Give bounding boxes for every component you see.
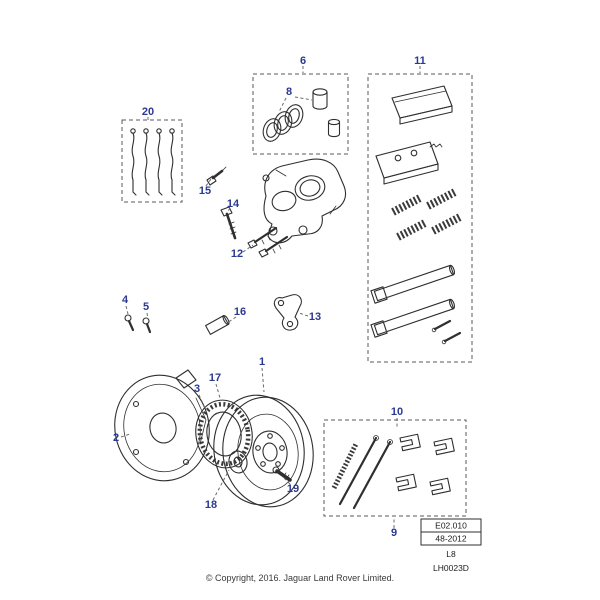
pad-kit-box <box>367 73 473 363</box>
callout-16: 16 <box>234 306 246 318</box>
small-fastener-drawing <box>124 314 152 334</box>
callout-11: 11 <box>414 55 426 67</box>
callout-1: 1 <box>259 356 265 368</box>
brake-caliper-drawing <box>262 158 347 244</box>
bleed-screw-drawing <box>206 166 227 186</box>
callout-12: 12 <box>231 248 243 260</box>
retaining-pins-drawing <box>130 128 176 196</box>
wheel-stud-drawing <box>272 466 292 482</box>
callout-14: 14 <box>227 198 240 210</box>
callout-10: 10 <box>391 406 403 418</box>
fitting-kit-box <box>323 419 467 517</box>
small-pins-drawing <box>431 319 462 345</box>
leader-lines <box>120 66 421 528</box>
seal-kit-box <box>252 73 349 155</box>
brake-disc-drawing <box>213 394 314 508</box>
callout-17: 17 <box>209 372 221 384</box>
callout-15: 15 <box>199 185 211 197</box>
model-code: L8 <box>446 549 456 559</box>
hub-flange-drawing <box>228 450 248 474</box>
guide-sleeves-drawing <box>370 264 456 338</box>
callout-6: 6 <box>300 55 306 67</box>
fitting-kit-pins-drawing <box>331 435 393 510</box>
carrier-bracket-drawing <box>273 294 302 331</box>
caliper-bolt-drawing <box>220 206 237 240</box>
callout-8: 8 <box>286 86 292 98</box>
fitting-kit-clips-drawing <box>395 433 455 496</box>
callout-19: 19 <box>287 483 299 495</box>
figure-info-box: E02.010 48-2012 L8 LH0023D <box>420 518 482 573</box>
caliper-pistons-drawing <box>312 88 341 138</box>
retaining-pin-kit-box <box>121 119 183 203</box>
figure-number: E02.010 <box>435 521 467 531</box>
callout-18: 18 <box>205 499 217 511</box>
figure-date: 48-2012 <box>435 534 466 544</box>
callout-13: 13 <box>309 311 321 323</box>
callout-5: 5 <box>143 301 149 313</box>
sheet-code: LH0023D <box>433 563 469 573</box>
callout-2: 2 <box>113 432 119 444</box>
callout-3: 3 <box>194 383 200 395</box>
callout-20: 20 <box>142 106 154 118</box>
splash-shield-drawing <box>114 369 210 482</box>
reluctor-ring-drawing <box>195 399 253 469</box>
brake-pad-inner-drawing <box>375 141 443 185</box>
bushing-drawing <box>205 314 230 335</box>
seal-rings-drawing <box>262 104 304 142</box>
callout-4: 4 <box>122 294 129 306</box>
pad-springs-drawing <box>391 188 462 241</box>
brake-pad-outer-drawing <box>391 85 453 125</box>
callout-9: 9 <box>391 527 397 539</box>
mounting-bolts-drawing <box>247 226 289 258</box>
copyright-notice: © Copyright, 2016. Jaguar Land Rover Lim… <box>206 573 394 583</box>
